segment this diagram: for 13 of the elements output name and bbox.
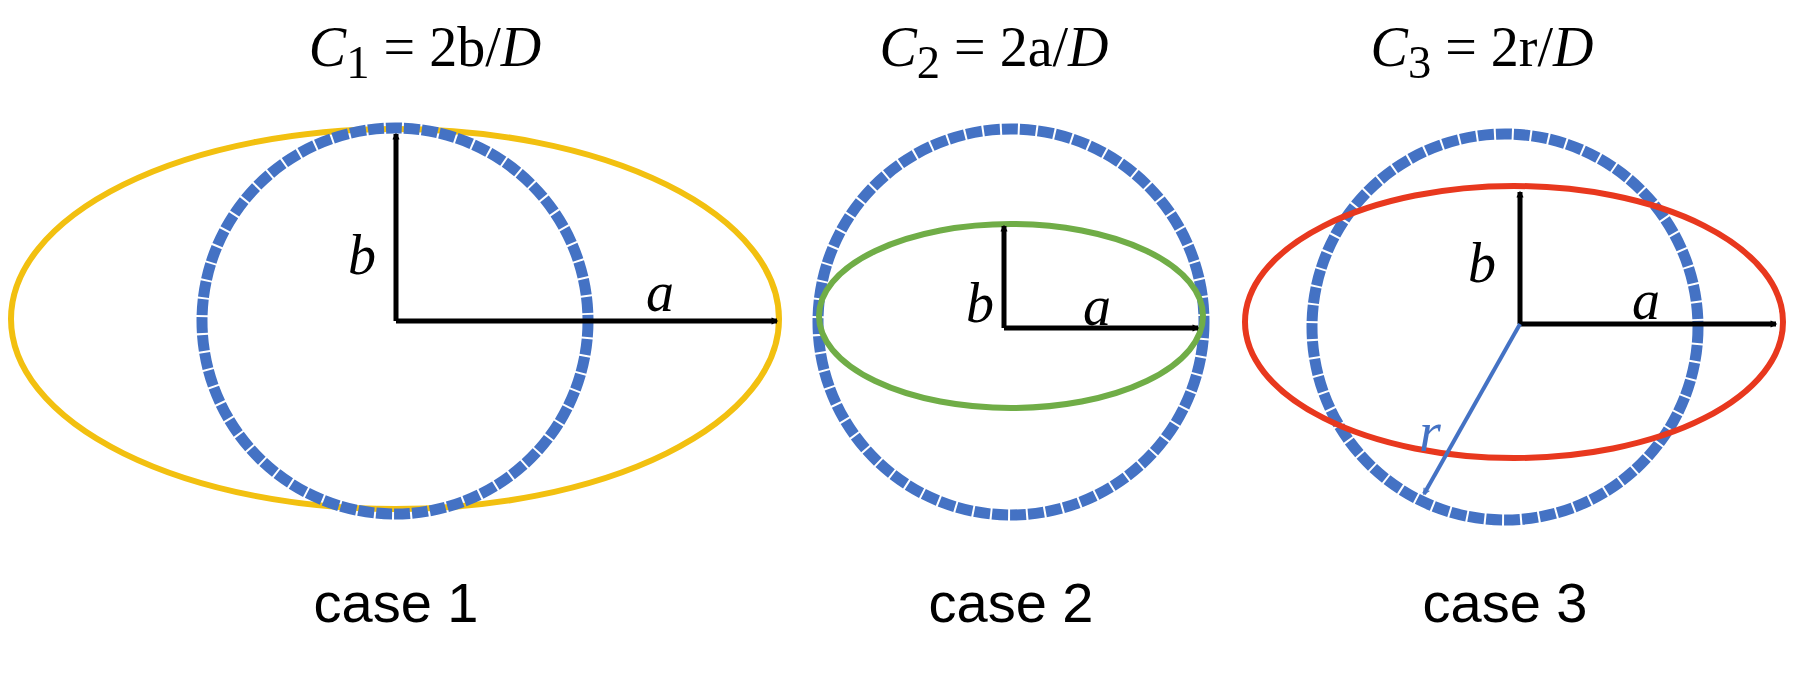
formula-label: C$_{2}$ = 2a/D xyxy=(879,18,1109,86)
case-label: case 3 xyxy=(1422,575,1588,631)
axis-label: a xyxy=(646,264,674,320)
case-label: case 1 xyxy=(313,575,479,631)
formula-label: C$_{1}$ = 2b/D xyxy=(308,18,542,86)
axis-label: b xyxy=(966,275,994,331)
axis-label: r xyxy=(1419,404,1441,460)
axis-label: a xyxy=(1083,278,1111,334)
axis-label: b xyxy=(348,227,376,283)
axis-label: b xyxy=(1468,235,1496,291)
case-label: case 2 xyxy=(928,575,1094,631)
axis-label: a xyxy=(1632,272,1660,328)
formula-label: C$_{3}$ = 2r/D xyxy=(1370,18,1594,86)
